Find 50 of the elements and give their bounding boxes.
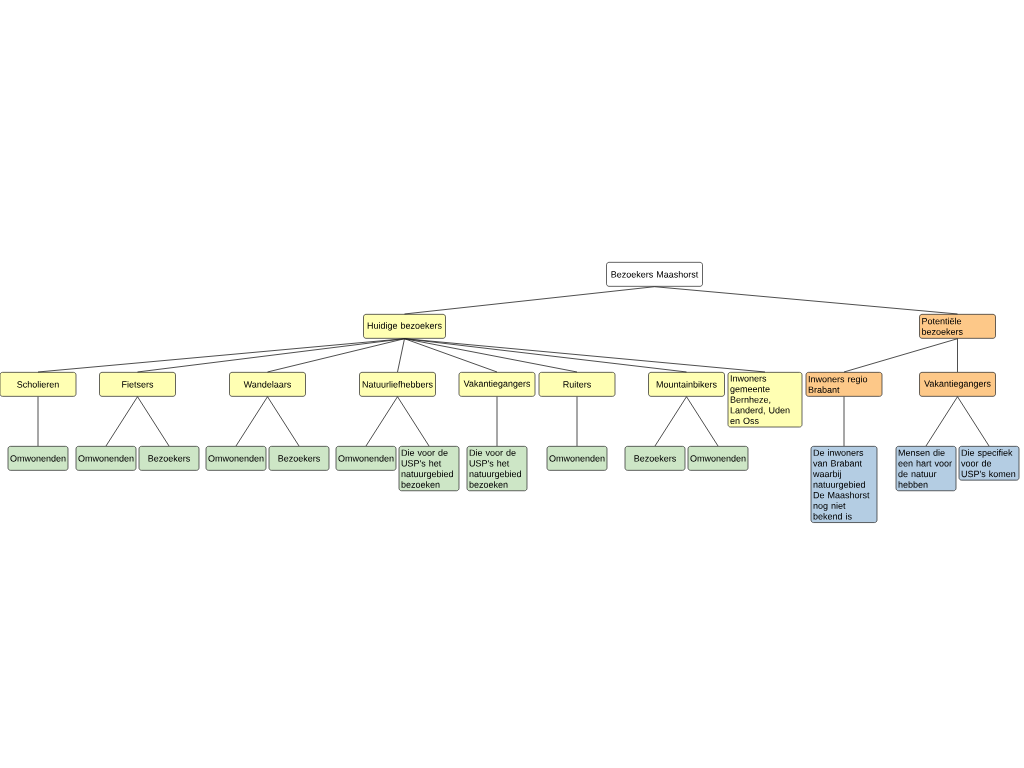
subgroup-box: Die voor de USP's het natuurgebied bezoeken	[398, 446, 460, 492]
connector-line	[843, 396, 845, 447]
connector-line	[365, 396, 398, 447]
subgroup-box: Die voor de USP's het natuurgebied bezoeken	[466, 446, 528, 492]
subgroup-box: Omwonenden	[75, 446, 137, 471]
connector-line	[267, 396, 300, 447]
connector-line	[137, 396, 170, 447]
category-box: Fietsers	[99, 372, 176, 397]
subgroup-box: Die specifiek voor de USP's komen	[958, 446, 1020, 481]
subgroup-box: Bezoekers	[268, 446, 330, 471]
connector-line	[654, 286, 958, 315]
subgroup-box: Omwonenden	[546, 446, 608, 471]
connector-line	[404, 338, 578, 373]
connector-line	[576, 396, 578, 447]
connector-line	[925, 396, 958, 447]
category-box: Natuurliefhebbers	[359, 372, 436, 397]
category-box: Scholieren	[0, 372, 77, 397]
subgroup-box: De inwoners van Brabant waarbij natuurgebied De Maashorst nog niet bekend is	[810, 446, 878, 523]
category-box: Potentiële bezoekers	[919, 314, 996, 339]
subgroup-box: Omwonenden	[335, 446, 397, 471]
subgroup-box: Omwonenden	[687, 446, 749, 471]
category-box: Ruiters	[538, 372, 616, 397]
connector-line	[843, 338, 958, 373]
connector-line	[105, 396, 138, 447]
connector-line	[686, 396, 719, 447]
category-box: Inwoners gemeente Bernheze, Landerd, Uden en Oss	[727, 372, 803, 428]
connector-line	[957, 396, 990, 447]
connector-line	[957, 338, 958, 373]
connector-line	[397, 396, 430, 447]
connector-line	[137, 338, 405, 373]
connector-line	[654, 396, 687, 447]
subgroup-box: Bezoekers	[624, 446, 686, 471]
category-box: Vakantiegangers	[458, 372, 536, 397]
category-box: Vakantiegangers	[919, 372, 996, 397]
root-box: Bezoekers Maashorst	[606, 262, 703, 287]
connector-line	[404, 338, 766, 373]
connector-line	[235, 396, 268, 447]
connector-line	[496, 396, 498, 447]
connector-line	[397, 338, 405, 373]
category-box: Wandelaars	[229, 372, 306, 397]
connector-line	[37, 396, 39, 447]
subgroup-box: Omwonenden	[7, 446, 69, 471]
category-box: Mountainbikers	[648, 372, 725, 397]
connector-line	[267, 338, 405, 373]
category-box: Inwoners regio Brabant	[805, 372, 883, 397]
subgroup-box: Mensen die een hart voor de natuur hebben	[895, 446, 957, 492]
subgroup-box: Omwonenden	[205, 446, 267, 471]
connector-line	[404, 286, 655, 315]
category-box: Huidige bezoekers	[363, 314, 446, 339]
subgroup-box: Bezoekers	[138, 446, 200, 471]
